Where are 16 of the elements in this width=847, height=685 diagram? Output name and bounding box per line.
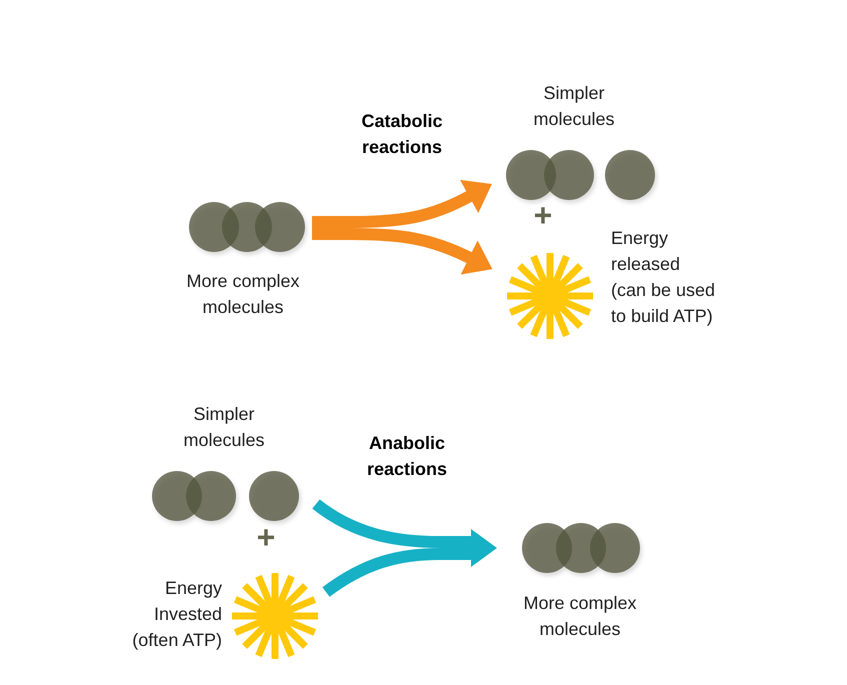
molecule-circles (504, 148, 658, 202)
molecule-circles (150, 469, 302, 523)
plus-sign: + (532, 202, 554, 228)
node-label: More complex molecules (522, 592, 638, 641)
arrow (350, 228, 493, 275)
node-label: Simpler molecules (532, 82, 616, 131)
sunburst (506, 252, 594, 340)
node-label: Energy Invested (often ATP) (131, 577, 222, 652)
arrow (350, 180, 492, 228)
arrow (440, 529, 497, 567)
molecule-circles (187, 200, 307, 254)
plus-sign: + (256, 524, 276, 550)
node-label: Energy released (can be used to build ATP) (611, 227, 716, 328)
node-label: Simpler molecules (182, 403, 266, 452)
node-label: More complex molecules (185, 270, 301, 319)
sunburst (231, 572, 319, 660)
